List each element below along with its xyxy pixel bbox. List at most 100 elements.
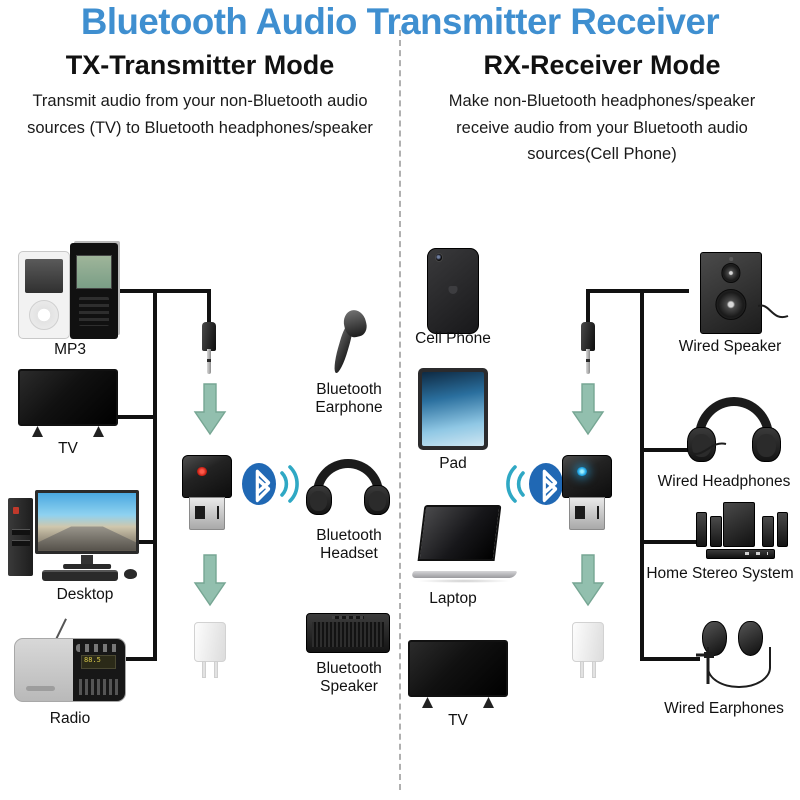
mp3-player-icon	[18, 251, 70, 339]
rx-mode-description: Make non-Bluetooth headphones/speaker re…	[410, 88, 794, 168]
wired-earphones-jack-icon	[696, 652, 714, 684]
tx-mode-header: TX-Transmitter Mode Transmit audio from …	[8, 50, 392, 141]
rx-wire-jack-drop	[586, 289, 590, 324]
tv-foot-left	[32, 426, 43, 437]
rx-desc-line-3: sources(Cell Phone)	[527, 145, 677, 164]
radio-knobs	[75, 644, 120, 653]
phone-lens	[436, 254, 441, 260]
usb-power-adapter-icon-rx	[567, 622, 609, 678]
tx-wire-trunk	[153, 289, 157, 661]
stereo-satellite-2	[710, 515, 722, 547]
home-stereo-system-icon	[694, 500, 790, 560]
radio-handle	[26, 685, 55, 692]
tx-source-label-tv: TV	[58, 440, 78, 457]
stereo-satellite-3	[762, 515, 774, 547]
tv-icon	[18, 369, 118, 437]
speaker-grill	[311, 621, 385, 647]
wired-headphones-icon	[686, 397, 782, 469]
bluetooth-signal-waves-icon-rx	[506, 465, 525, 503]
rx-source-label-tv: TV	[448, 712, 468, 729]
charger-body	[194, 622, 226, 663]
tv-foot-left-rx	[422, 697, 433, 708]
red-led	[197, 466, 207, 477]
tx-wire-jack-drop	[207, 289, 211, 324]
radio-display: 88.5	[81, 655, 117, 669]
headphones-pad-left	[691, 434, 711, 458]
bluetooth-speaker-icon	[306, 613, 390, 653]
mouse-icon	[124, 569, 137, 579]
stereo-amplifier	[705, 548, 775, 559]
usb-bluetooth-adapter-icon-rx	[562, 455, 612, 532]
arrow-down-icon	[193, 382, 227, 436]
jack-barrel-rx	[580, 322, 596, 352]
rx-output-label-wired-earphones: Wired Earphones	[664, 700, 784, 717]
rx-mode-header: RX-Receiver Mode Make non-Bluetooth head…	[410, 50, 794, 168]
mp3-click-wheel	[29, 300, 59, 331]
radio-body: 88.5	[14, 638, 126, 702]
radio-buttons	[78, 678, 119, 695]
rx-wire-trunk	[640, 289, 644, 661]
charger-prong-left-rx	[579, 661, 585, 678]
rx-desc-line-1: Make non-Bluetooth headphones/speaker	[448, 92, 756, 110]
aux-3-5mm-jack-icon	[196, 322, 222, 374]
tx-desc-line-2: sources (TV) to Bluetooth headphones/spe…	[27, 118, 373, 137]
headset-pad-right	[368, 491, 386, 512]
bluetooth-icon	[240, 455, 302, 513]
rx-mode-title: RX-Receiver Mode	[483, 50, 721, 80]
bluetooth-earphone-icon	[320, 307, 369, 375]
tower-power-light	[13, 506, 19, 514]
mp3-keypad	[78, 296, 110, 326]
laptop-base	[410, 571, 518, 579]
tx-mode-description: Transmit audio from your non-Bluetooth a…	[8, 88, 392, 141]
adapter-body-rx	[562, 455, 612, 499]
radio-icon: 88.5	[14, 618, 126, 702]
rx-wire-top-branch	[586, 289, 689, 293]
tv-foot-right	[93, 426, 104, 437]
tv-screen-rx	[408, 640, 508, 698]
monitor-screen	[35, 490, 139, 554]
tx-source-label-desktop: Desktop	[56, 586, 114, 603]
monitor-neck	[81, 554, 93, 565]
speaker-tweeter	[721, 263, 741, 283]
monitor-base	[63, 564, 111, 570]
arrow-down-icon-rx-2	[571, 553, 605, 607]
bluetooth-headset-icon	[305, 459, 391, 521]
tx-wire-stub-tv	[100, 415, 157, 419]
stereo-satellite-1	[695, 512, 708, 547]
jack-tip-rx	[585, 349, 591, 374]
jack-tip	[206, 349, 212, 374]
tablet-icon	[418, 368, 488, 450]
tx-output-label-bluetooth-earphone: Bluetooth Earphone	[315, 381, 383, 416]
tv-icon-rx	[408, 640, 508, 708]
tower-drive-slot	[11, 529, 30, 536]
usb-connector-rx	[569, 496, 605, 531]
bluetooth-signal-waves-icon	[280, 465, 299, 503]
tv-screen	[18, 369, 118, 427]
laptop-icon	[410, 505, 518, 583]
wired-headphones-cable	[688, 442, 727, 455]
usb-bluetooth-adapter-icon	[182, 455, 232, 532]
rx-wire-stub-earphones	[644, 657, 700, 661]
tv-foot-right-rx	[483, 697, 494, 708]
tower-drive-slot-2	[11, 540, 30, 547]
tx-desc-line-1: Transmit audio from your non-Bluetooth a…	[32, 92, 368, 110]
headset-pad-left	[310, 491, 328, 512]
wired-speaker-cable	[758, 304, 789, 319]
blue-led	[577, 466, 587, 477]
desktop-computer-icon	[35, 490, 139, 576]
rx-output-label-wired-headphones: Wired Headphones	[657, 473, 791, 490]
headset-band	[312, 459, 384, 494]
charger-prong-right	[213, 661, 219, 678]
headphones-pad-right	[757, 434, 777, 458]
cell-phone-icon	[427, 248, 479, 334]
adapter-body	[182, 455, 232, 499]
tx-source-label-radio: Radio	[49, 710, 91, 727]
speaker-woofer	[715, 289, 747, 321]
tx-source-label-mp3: MP3	[54, 341, 86, 358]
mp3-player-icon-secondary	[70, 243, 118, 339]
charger-prong-left	[201, 661, 207, 678]
rx-source-label-pad: Pad	[439, 455, 467, 472]
bluetooth-icon-rx	[503, 455, 565, 513]
stereo-subwoofer	[722, 502, 756, 547]
